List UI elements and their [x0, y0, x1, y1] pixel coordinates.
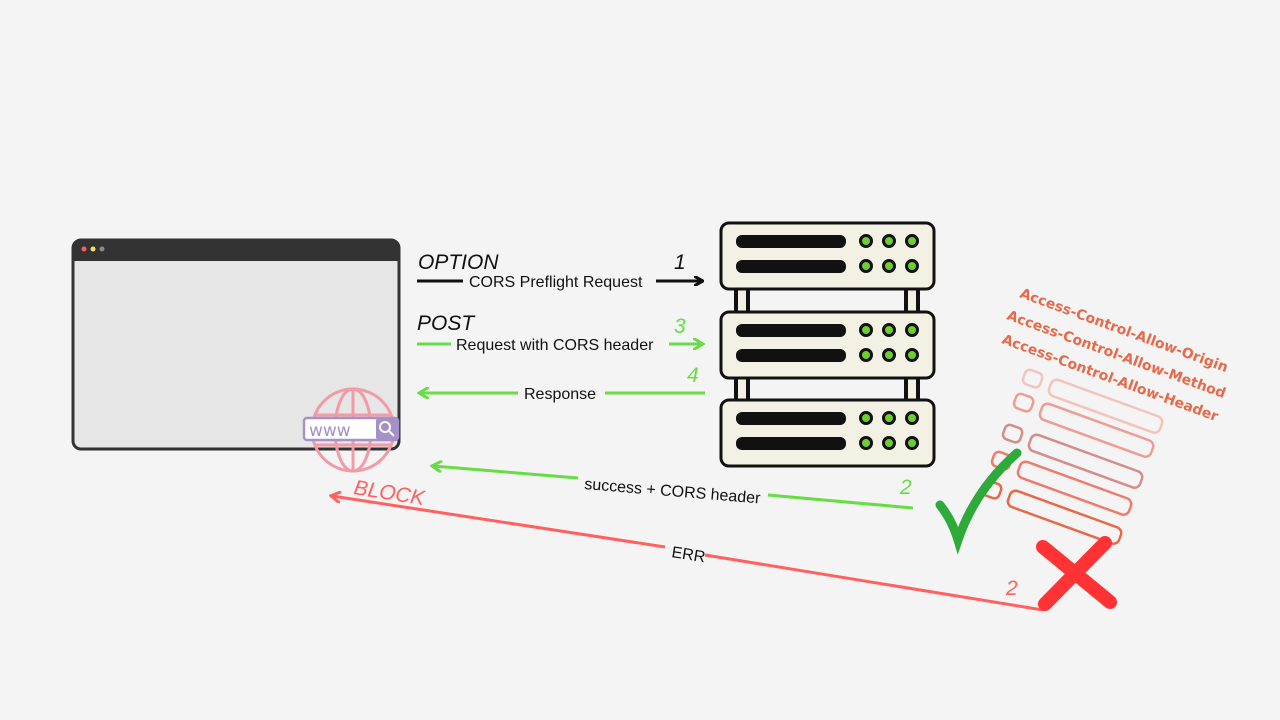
drive-slot — [736, 260, 846, 273]
server-unit — [719, 221, 936, 291]
error-arrow: ERR 2 BLOCK — [332, 476, 1044, 612]
response-arrow: Response 4 — [420, 364, 705, 403]
server-rack — [719, 221, 936, 468]
status-led — [882, 348, 896, 362]
checkbox — [1012, 392, 1035, 413]
maximize-dot — [99, 246, 105, 252]
browser-window — [71, 238, 401, 451]
status-led — [882, 323, 896, 337]
success-step: 2 — [899, 476, 912, 499]
status-led — [882, 411, 896, 425]
status-led — [905, 436, 919, 450]
status-led — [905, 259, 919, 273]
checkmark-icon — [935, 448, 1022, 555]
checklist — [980, 368, 1164, 545]
drive-slot — [736, 437, 846, 450]
response-label: Response — [524, 386, 596, 403]
status-led — [882, 234, 896, 248]
checklist-row — [1021, 368, 1164, 434]
checklist-row — [1001, 423, 1144, 489]
minimize-dot — [90, 246, 96, 252]
www-text: www — [309, 421, 351, 441]
post-method: POST — [417, 312, 476, 335]
server-unit — [719, 398, 936, 468]
close-dot — [81, 246, 87, 252]
error-step: 2 — [1005, 577, 1018, 600]
checklist-bar — [1038, 402, 1155, 458]
status-led — [859, 436, 873, 450]
option-label: CORS Preflight Request — [469, 274, 643, 291]
error-label: ERR — [670, 544, 706, 566]
option-arrow: OPTION CORS Preflight Request 1 — [417, 251, 702, 291]
drive-slot — [736, 235, 846, 248]
option-step: 1 — [674, 251, 686, 274]
post-label: Request with CORS header — [456, 337, 654, 354]
status-led — [859, 259, 873, 273]
checklist-bar — [1047, 378, 1164, 434]
status-led — [859, 234, 873, 248]
www-search-bar: www — [302, 416, 400, 442]
cross-icon — [1036, 536, 1117, 611]
response-step: 4 — [687, 364, 699, 387]
checkbox — [1001, 423, 1024, 444]
server-unit — [719, 310, 936, 380]
option-method: OPTION — [418, 251, 499, 274]
cors-headers: Access-Control-Allow-Origin Access-Contr… — [1000, 286, 1230, 425]
success-arrow: success + CORS header 2 — [433, 466, 914, 510]
status-led — [859, 348, 873, 362]
drive-slot — [736, 412, 846, 425]
magnifier-icon — [379, 421, 395, 437]
checklist-bar — [1006, 489, 1123, 545]
status-led — [882, 259, 896, 273]
success-label: success + CORS header — [584, 476, 762, 507]
status-led — [905, 411, 919, 425]
status-led — [905, 234, 919, 248]
drive-slot — [736, 324, 846, 337]
status-led — [905, 348, 919, 362]
post-arrow: POST Request with CORS header 3 — [417, 312, 702, 354]
status-led — [905, 323, 919, 337]
checkbox — [1021, 368, 1044, 389]
checklist-bar — [1016, 460, 1133, 516]
checklist-row — [1012, 392, 1155, 458]
status-led — [859, 323, 873, 337]
drive-slot — [736, 349, 846, 362]
checklist-bar — [1027, 433, 1144, 489]
status-led — [882, 436, 896, 450]
post-step: 3 — [674, 315, 686, 338]
status-led — [859, 411, 873, 425]
